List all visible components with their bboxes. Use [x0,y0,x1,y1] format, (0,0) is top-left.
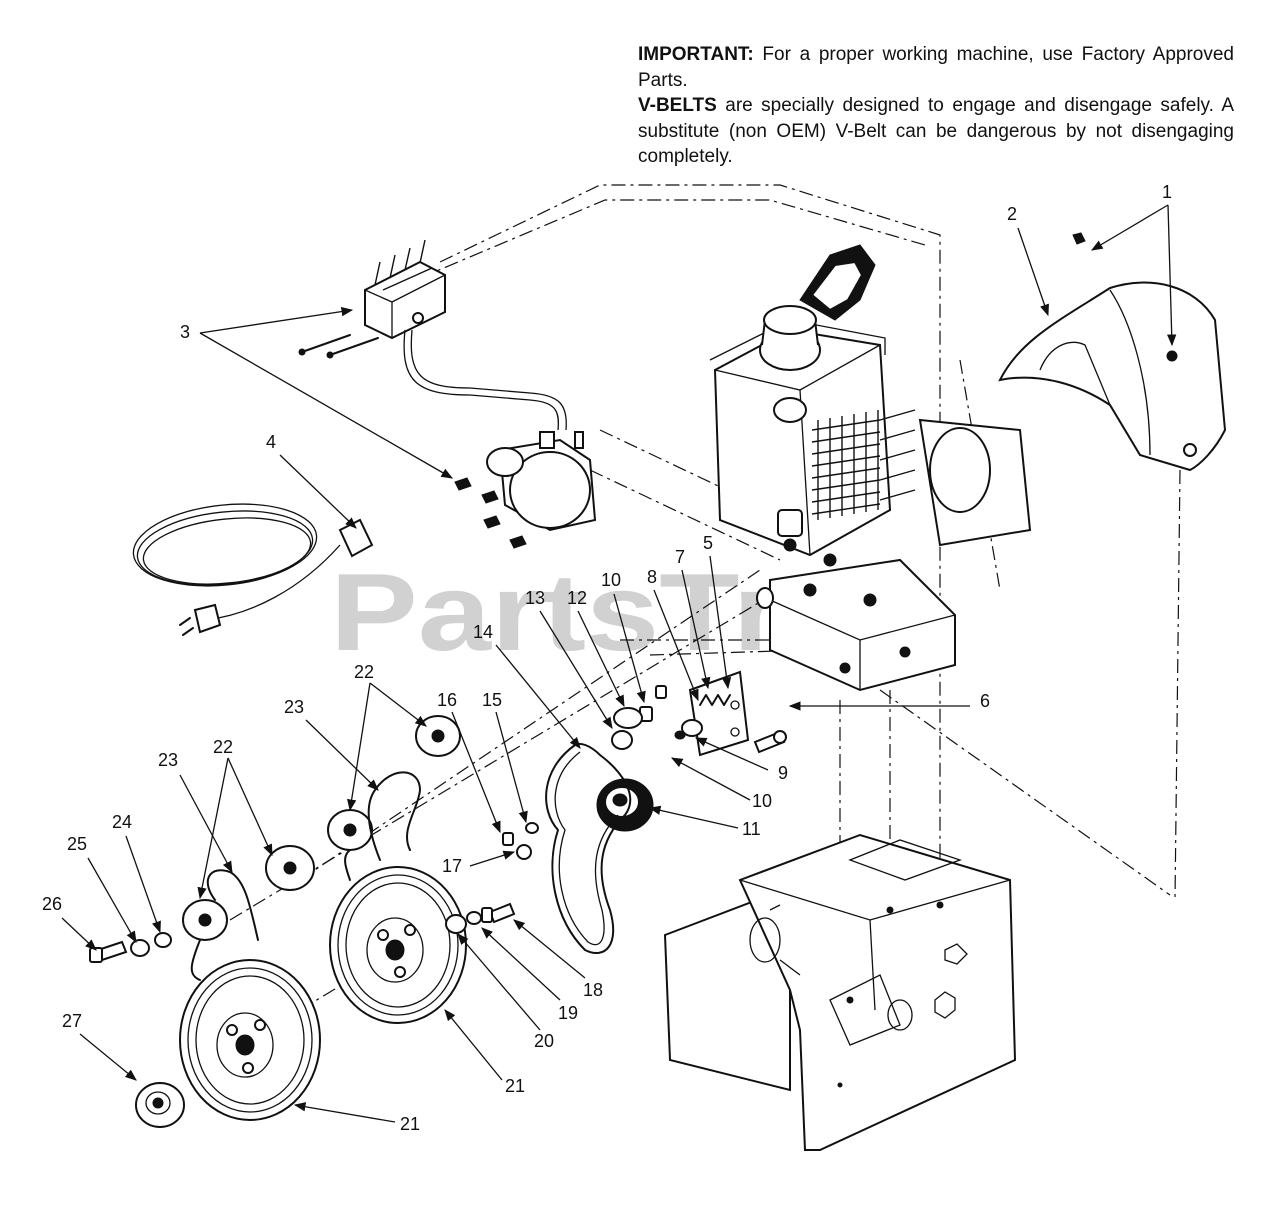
callout-21-upper: 21 [505,1076,525,1096]
important-text: For a proper working machine, use Factor… [638,44,1234,91]
important-notice: IMPORTANT: For a proper working machine,… [638,42,1234,170]
callout-2: 2 [1007,204,1017,224]
belt-cover-part-2 [998,232,1227,472]
hardware-18-to-27 [89,902,516,1128]
callout-19: 19 [558,1003,578,1023]
callout-18: 18 [583,980,603,1000]
callout-25: 25 [67,834,87,854]
frame-housing [663,833,1017,1151]
callout-21-lower: 21 [400,1114,420,1134]
callout-13: 13 [525,588,545,608]
engine-assembly [709,244,1032,692]
large-pulley-upper [329,866,467,1024]
vbelts-text: are specially designed to engage and dis… [638,95,1234,167]
callout-14: 14 [473,622,493,642]
callout-10-lower: 10 [752,791,772,811]
pulley-part-11 [596,778,654,832]
callout-12: 12 [567,588,587,608]
important-paragraph: IMPORTANT: For a proper working machine,… [638,42,1234,93]
callout-23-upper: 23 [284,697,304,717]
callout-3: 3 [180,322,190,342]
callout-labels: 1 2 3 4 5 6 7 8 9 10 10 11 12 13 14 15 1… [42,182,1172,1134]
callout-1: 1 [1162,182,1172,202]
callout-7: 7 [675,547,685,567]
callout-27: 27 [62,1011,82,1031]
large-pulley-lower [179,959,321,1121]
callout-20: 20 [534,1031,554,1051]
callout-22-upper: 22 [354,662,374,682]
leader-lines [61,204,1177,1123]
extension-cord-part-4 [132,503,374,636]
callout-6: 6 [980,691,990,711]
callout-8: 8 [647,567,657,587]
electric-starter-motor [454,431,597,549]
callout-9: 9 [778,763,788,783]
callout-16: 16 [437,690,457,710]
v-belt-part-14 [545,742,632,955]
callout-5: 5 [703,533,713,553]
small-hardware-15-16-17 [502,822,539,860]
idler-bracket-assembly [611,670,787,757]
callout-26: 26 [42,894,62,914]
callout-17: 17 [442,856,462,876]
vbelts-label: V-BELTS [638,95,717,116]
callout-15: 15 [482,690,502,710]
washers-and-belts [182,715,461,981]
switch-box-part-3 [298,239,567,431]
callout-22-lower: 22 [213,737,233,757]
callout-4: 4 [266,432,276,452]
important-label: IMPORTANT: [638,44,754,65]
callout-23-lower: 23 [158,750,178,770]
callout-24: 24 [112,812,132,832]
callout-10-upper: 10 [601,570,621,590]
vbelts-paragraph: V-BELTS are specially designed to engage… [638,93,1234,170]
callout-11: 11 [742,819,761,839]
